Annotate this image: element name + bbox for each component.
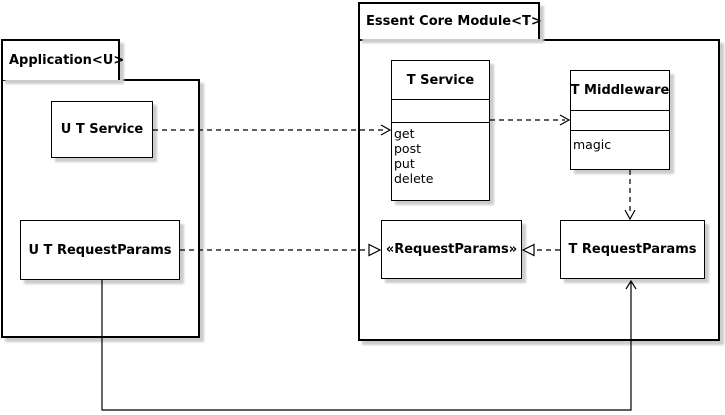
- method-put: put: [394, 156, 415, 171]
- package-tab-essent-core-module: Essent Core Module<T>: [358, 2, 542, 39]
- class-title-request-params-interface: «RequestParams»: [385, 242, 518, 257]
- class-methods-compartment-t-service: get post put delete: [392, 122, 489, 186]
- method-delete: delete: [394, 171, 434, 186]
- package-label-essent-core-module: Essent Core Module<T>: [366, 14, 542, 29]
- package-label-application: Application<U>: [9, 53, 125, 68]
- class-fields-compartment-t-service: [392, 99, 489, 122]
- method-post: post: [394, 141, 421, 156]
- class-title-t-request-params: T RequestParams: [568, 242, 697, 257]
- class-title-ut-service: U T Service: [60, 122, 144, 137]
- package-tab-application: Application<U>: [1, 39, 124, 80]
- class-ut-service: U T Service: [51, 101, 153, 158]
- class-request-params-interface: «RequestParams»: [381, 220, 522, 279]
- class-t-request-params: T RequestParams: [560, 220, 705, 279]
- class-title-ut-request-params: U T RequestParams: [28, 242, 172, 258]
- class-t-middleware: T Middleware magic: [570, 70, 670, 170]
- class-title-t-middleware: T Middleware: [571, 83, 669, 98]
- class-t-service: T Service get post put delete: [391, 60, 490, 201]
- class-fields-compartment-t-middleware: [571, 110, 669, 130]
- realization-ut-request-params-to-request-params: [180, 243, 382, 257]
- class-title-t-service: T Service: [406, 72, 475, 88]
- class-members-compartment-t-middleware: magic: [571, 130, 669, 152]
- method-get: get: [394, 126, 415, 141]
- class-ut-request-params: U T RequestParams: [20, 220, 180, 280]
- member-magic: magic: [573, 137, 612, 152]
